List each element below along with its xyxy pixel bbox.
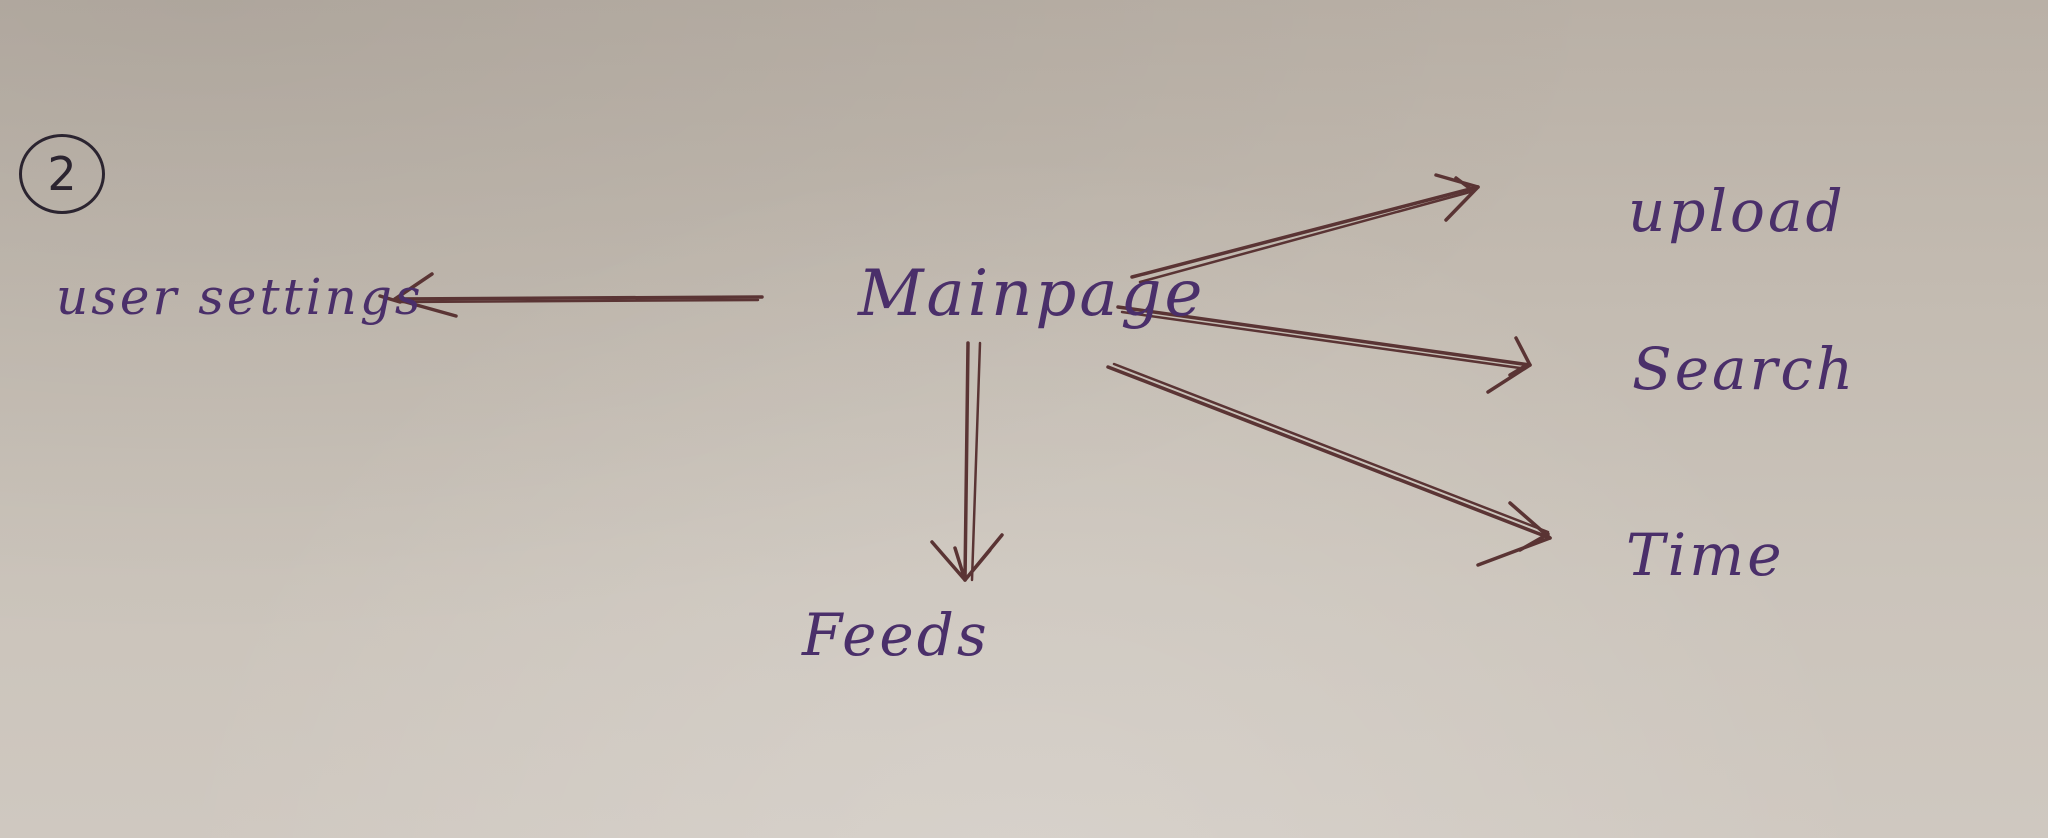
arrow-to-upload: [1130, 173, 1480, 284]
node-time: Time: [1626, 521, 1785, 589]
arrow-to-user-settings: [378, 272, 764, 318]
node-mainpage: Mainpage: [858, 257, 1206, 331]
node-feeds: Feeds: [802, 601, 990, 669]
arrow-to-feeds: [930, 341, 1004, 582]
step-number-badge: 2: [19, 134, 105, 214]
node-search: Search: [1632, 335, 1857, 403]
node-user-settings: user settings: [56, 268, 424, 326]
arrow-to-search: [1116, 305, 1532, 394]
step-number: 2: [47, 147, 77, 201]
arrow-to-time: [1106, 362, 1552, 567]
node-upload: upload: [1628, 177, 1846, 245]
